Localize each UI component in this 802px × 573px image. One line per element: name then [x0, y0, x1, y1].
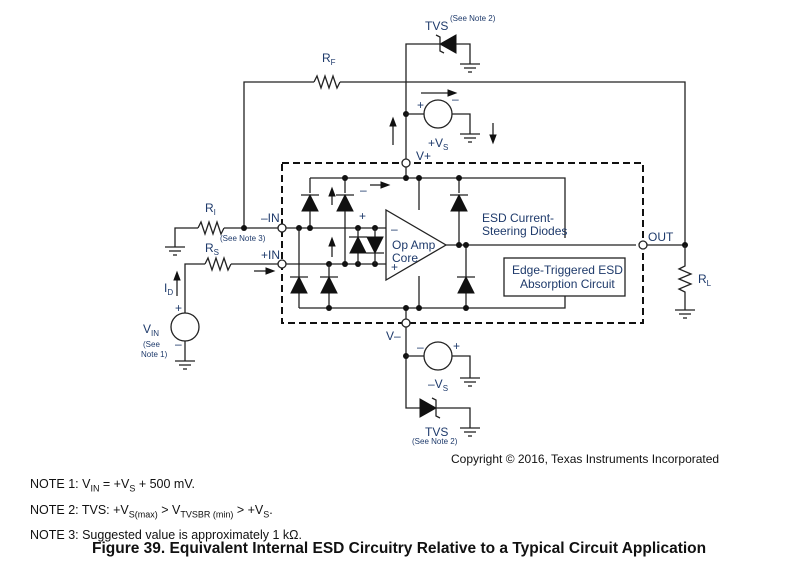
tvs-diode-top: TVS (See Note 2): [405, 14, 496, 160]
esd-diode: [457, 275, 475, 294]
v-plus-label: V+: [416, 149, 431, 163]
esd-diode: [366, 236, 384, 255]
note-1: NOTE 1: VIN = +VS + 500 mV.: [30, 477, 195, 494]
svg-text:(See: (See: [143, 340, 160, 349]
negative-supply: V– – + –VS: [386, 327, 480, 409]
svg-text:Edge-Triggered ESD: Edge-Triggered ESD: [512, 263, 623, 277]
svg-text:Core: Core: [392, 251, 418, 265]
voltage-source-plus-vs: [423, 99, 453, 129]
esd-diode: [301, 193, 319, 228]
positive-supply: + – +VS V+: [389, 89, 497, 163]
tvs-bottom-note: (See Note 2): [412, 437, 458, 446]
voltage-source-vin: + – VIN (See Note 1): [141, 301, 200, 370]
svg-text:Absorption Circuit: Absorption Circuit: [520, 277, 615, 291]
svg-text:+: +: [391, 260, 398, 274]
plus-vs-label: +VS: [428, 136, 448, 152]
v-minus-pin: [401, 318, 411, 328]
esd-diode: [320, 275, 338, 294]
svg-text:+: +: [417, 98, 424, 112]
svg-text:Steering Diodes: Steering Diodes: [482, 224, 567, 238]
id-label: ID: [164, 281, 173, 297]
current-arrow-icon: [328, 186, 336, 205]
ground-icon: [460, 63, 480, 73]
v-minus-label: V–: [386, 329, 401, 343]
resistor-ri: RI (See Note 3): [165, 201, 278, 256]
minus-in-label: –IN: [261, 211, 280, 225]
edge-triggered-esd-circuit: Edge-Triggered ESD Absorption Circuit: [503, 257, 626, 297]
ground-icon: [165, 246, 185, 256]
v-plus-pin: [401, 158, 411, 168]
figure-caption: Figure 39. Equivalent Internal ESD Circu…: [92, 540, 707, 557]
copyright-notice: Copyright © 2016, Texas Instruments Inco…: [451, 452, 720, 466]
svg-text:–: –: [417, 340, 424, 354]
rs-label: RS: [205, 241, 219, 257]
note-2: NOTE 2: TVS: +VS(max) > VTVSBR (min) > +…: [30, 502, 273, 520]
current-arrow-icon: [370, 181, 391, 189]
op-amp-core: – + Op Amp Core: [385, 208, 448, 282]
rl-label: RL: [698, 272, 712, 288]
tvs-diode-bottom: TVS (See Note 2): [412, 397, 480, 446]
op-amp-label: Op Amp: [392, 238, 436, 252]
svg-text:+: +: [359, 209, 366, 223]
svg-text:–: –: [452, 92, 459, 106]
esd-diode: [349, 235, 367, 254]
ri-note: (See Note 3): [220, 234, 266, 243]
voltage-source-minus-vs: [423, 341, 453, 371]
current-arrow-icon: [328, 236, 336, 257]
current-arrow-icon: [489, 123, 497, 145]
current-arrow-icon: [254, 267, 276, 275]
vin-label: VIN: [143, 322, 159, 338]
svg-text:–: –: [391, 222, 398, 236]
note-3: NOTE 3: Suggested value is approximately…: [30, 528, 302, 542]
ground-icon: [460, 377, 480, 387]
current-arrow-icon: [421, 89, 458, 97]
out-pin: [638, 240, 648, 250]
tvs-top-note: (See Note 2): [450, 14, 496, 23]
ic-boundary: [281, 162, 644, 324]
ri-label: RI: [205, 201, 216, 217]
ground-icon: [675, 309, 695, 319]
out-label: OUT: [648, 230, 674, 244]
current-arrow-icon: [389, 116, 397, 145]
ground-icon: [460, 427, 480, 437]
resistor-rf: RF: [243, 51, 686, 244]
current-arrow-icon: [173, 270, 181, 296]
esd-diode: [290, 275, 308, 294]
esd-diode: [450, 193, 468, 212]
svg-text:–: –: [175, 337, 182, 351]
svg-text:+: +: [175, 301, 182, 315]
minus-in-pin: [277, 223, 287, 233]
esd-diode: [336, 193, 354, 262]
rf-label: RF: [322, 51, 336, 67]
minus-vs-label: –VS: [428, 377, 448, 393]
esd-steering-label: ESD Current-: [482, 211, 554, 225]
tvs-top-label: TVS: [425, 19, 448, 33]
resistor-rs: RS: [184, 241, 278, 313]
plus-in-label: +IN: [261, 248, 280, 262]
svg-text:Note 1): Note 1): [141, 350, 168, 359]
svg-text:–: –: [360, 183, 367, 197]
resistor-rl: RL: [675, 245, 712, 319]
tvs-bottom-label: TVS: [425, 425, 448, 439]
ground-icon: [175, 360, 195, 370]
notes-list: NOTE 1: VIN = +VS + 500 mV. NOTE 2: TVS:…: [30, 474, 302, 546]
svg-text:+: +: [453, 339, 460, 353]
ground-icon: [460, 133, 480, 143]
